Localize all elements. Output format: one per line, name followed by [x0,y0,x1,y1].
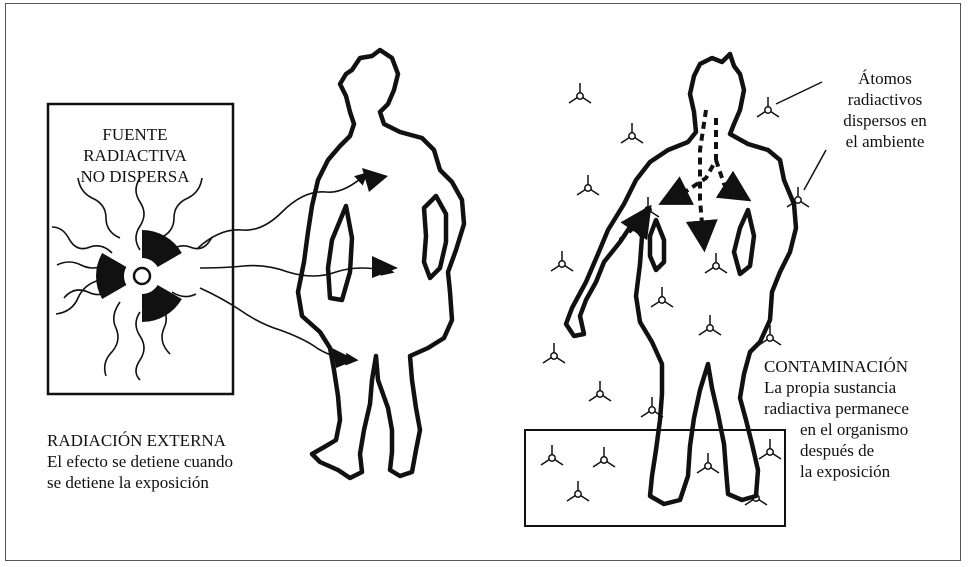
atom-icon [699,315,721,335]
atoms-label-line: Átomos [810,68,960,89]
atom-icon [589,381,611,401]
atom-icon [757,97,779,117]
atom-icon [637,197,659,217]
atom-icon [745,485,767,505]
arrow-icon [362,168,388,192]
external-radiation-line: El efecto se detiene cuando [47,451,233,472]
ground-atoms [541,439,781,505]
atoms-label: Átomos radiactivos dispersos en el ambie… [810,68,960,152]
contamination-line: La propia sustancia [764,377,909,398]
atoms-label-line: dispersos en [810,110,960,131]
arrow-icon [332,348,356,368]
radiation-rays [52,178,212,380]
source-label-line: NO DISPERSA [60,166,210,187]
source-label-line: RADIACTIVA [60,145,210,166]
contamination-line: la exposición [764,461,909,482]
source-label: FUENTE RADIACTIVA NO DISPERSA [60,124,210,187]
atom-icon [705,253,727,273]
human-silhouette [566,54,796,504]
external-radiation-caption: RADIACIÓN EXTERNA El efecto se detiene c… [47,430,233,493]
atom-icon [577,175,599,195]
atom-icon [567,481,589,501]
atom-icon [651,287,673,307]
contamination-title: CONTAMINACIÓN [764,356,909,377]
external-radiation-line: se detiene la exposición [47,472,233,493]
atom-icon [541,445,563,465]
atoms-label-line: el ambiente [810,131,960,152]
external-radiation-title: RADIACIÓN EXTERNA [47,430,233,451]
contamination-caption: CONTAMINACIÓN La propia sustancia radiac… [764,356,909,482]
contamination-line: después de [764,440,909,461]
atom-icon [543,343,565,363]
atom-icon [551,251,573,271]
atom-icon [621,123,643,143]
contamination-line: radiactiva permanece [764,398,909,419]
source-label-line: FUENTE [60,124,210,145]
contamination-line: en el organismo [764,419,909,440]
atom-icon [593,447,615,467]
atom-icon [697,453,719,473]
atoms-label-line: radiactivos [810,89,960,110]
external-ray-arrows [198,174,392,360]
arrow-icon [372,256,398,278]
atom-icon [569,83,591,103]
